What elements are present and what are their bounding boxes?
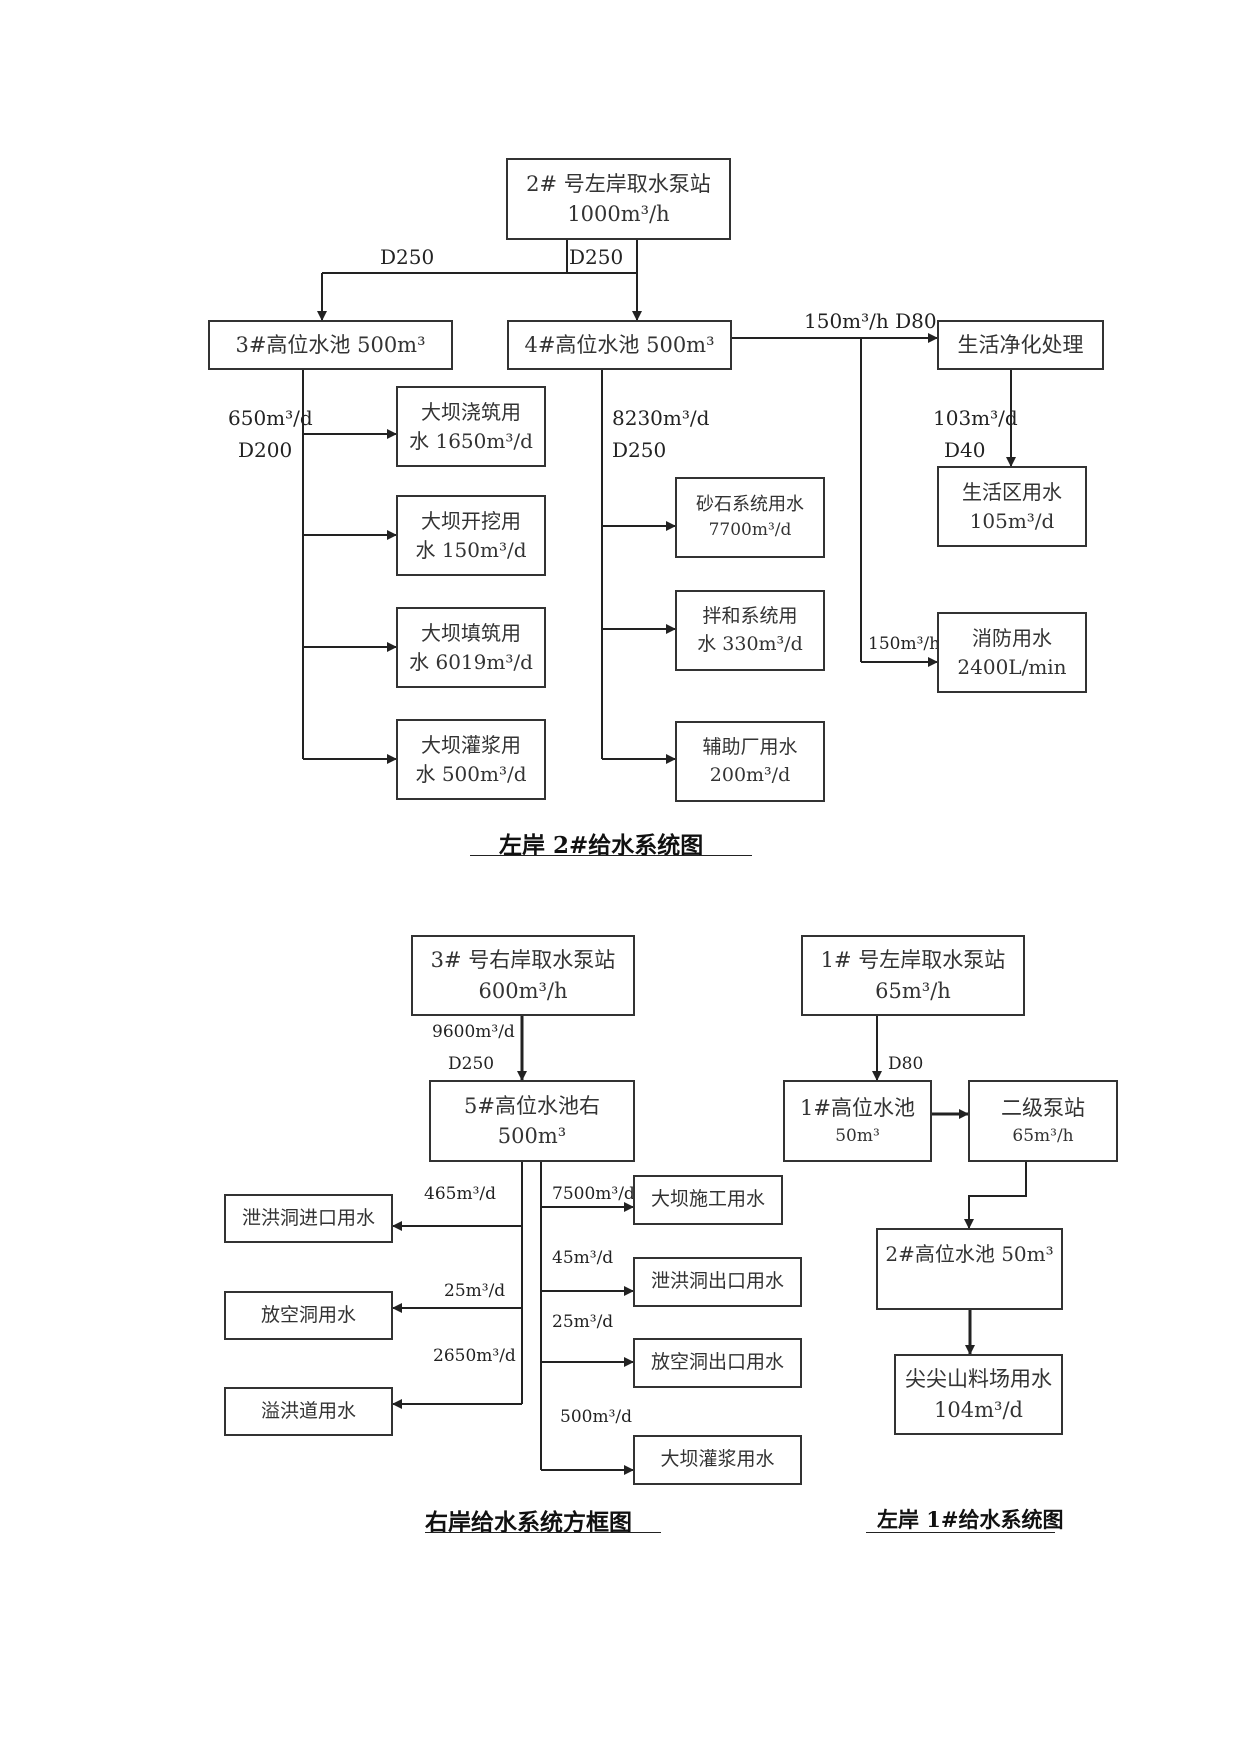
purify-out-flow-label: 103m³/d bbox=[933, 406, 1018, 430]
dam-use-1-name: 大坝浇筑用 bbox=[421, 399, 521, 424]
sand-gravel-box[interactable]: 砂石系统用水 7700m³/d bbox=[675, 477, 825, 558]
pump-station-3-name: 3# 号右岸取水泵站 bbox=[430, 948, 616, 973]
auxiliary-plant-box[interactable]: 辅助厂用水 200m³/d bbox=[675, 721, 825, 802]
right-branch-4-flow: 500m³/d bbox=[560, 1407, 632, 1427]
spillway-tunnel-outlet-box[interactable]: 泄洪洞出口用水 bbox=[633, 1257, 802, 1307]
high-pool-3-box[interactable]: 3#高位水池 500m³ bbox=[208, 320, 453, 370]
right-title-underline bbox=[425, 1532, 661, 1533]
mixing-system-flow: 水 330m³/d bbox=[697, 632, 803, 655]
spillway-tunnel-inlet-box[interactable]: 泄洪洞进口用水 bbox=[224, 1194, 393, 1243]
emptying-tunnel-box[interactable]: 放空洞用水 bbox=[224, 1291, 393, 1340]
left1-pipe-label: D80 bbox=[888, 1054, 924, 1074]
booster-station-name: 二级泵站 bbox=[1001, 1096, 1085, 1121]
auxiliary-plant-flow: 200m³/d bbox=[709, 763, 791, 786]
spillway-box[interactable]: 溢洪道用水 bbox=[224, 1387, 393, 1436]
right-branch-1-flow: 7500m³/d bbox=[552, 1184, 635, 1204]
high-pool-2-label: 2#高位水池 50m³ bbox=[885, 1242, 1054, 1266]
purify-link-label: 150m³/h D80 bbox=[804, 309, 937, 333]
fire-water-box[interactable]: 消防用水 2400L/min bbox=[937, 612, 1087, 693]
high-pool-3-label: 3#高位水池 500m³ bbox=[235, 332, 426, 357]
arrow-to-pool2 bbox=[964, 1162, 1027, 1229]
fire-water-name: 消防用水 bbox=[972, 625, 1052, 650]
quarry-water-box[interactable]: 尖尖山料场用水 104m³/d bbox=[894, 1354, 1063, 1435]
right-link-flow-label: 9600m³/d bbox=[432, 1022, 515, 1042]
pump-station-2-name: 2# 号左岸取水泵站 bbox=[526, 171, 711, 196]
dam-use-1-flow: 水 1650m³/d bbox=[409, 428, 533, 453]
dam-grouting-right-box[interactable]: 大坝灌浆用水 bbox=[633, 1435, 802, 1485]
pipe-label-d250-right: D250 bbox=[569, 245, 624, 269]
high-pool-4-box[interactable]: 4#高位水池 500m³ bbox=[507, 320, 732, 370]
emptying-tunnel-outlet-box[interactable]: 放空洞出口用水 bbox=[633, 1338, 802, 1388]
dam-grouting-right-name: 大坝灌浆用水 bbox=[660, 1448, 775, 1471]
living-area-flow: 105m³/d bbox=[969, 508, 1055, 533]
auxiliary-plant-name: 辅助厂用水 bbox=[702, 735, 798, 758]
spillway-tunnel-inlet-name: 泄洪洞进口用水 bbox=[241, 1206, 375, 1229]
pump-station-1-box[interactable]: 1# 号左岸取水泵站 65m³/h bbox=[801, 935, 1025, 1016]
high-pool-4-label: 4#高位水池 500m³ bbox=[524, 332, 715, 357]
booster-station-box[interactable]: 二级泵站 65m³/h bbox=[968, 1080, 1118, 1162]
pump-station-2-box[interactable]: 2# 号左岸取水泵站 1000m³/h bbox=[506, 158, 731, 240]
dam-use-4-name: 大坝灌浆用 bbox=[421, 732, 521, 757]
dam-use-box-1[interactable]: 大坝浇筑用 水 1650m³/d bbox=[396, 386, 546, 467]
dam-use-2-name: 大坝开挖用 bbox=[421, 508, 521, 533]
sand-gravel-name: 砂石系统用水 bbox=[696, 494, 804, 516]
living-area-name: 生活区用水 bbox=[962, 479, 1062, 504]
pump-station-2-flow: 1000m³/h bbox=[567, 202, 670, 226]
pump-station-1-flow: 65m³/h bbox=[875, 978, 951, 1003]
sand-gravel-flow: 7700m³/d bbox=[708, 520, 792, 541]
right-branch-2-flow: 45m³/d bbox=[552, 1248, 614, 1268]
pump-station-3-flow: 600m³/h bbox=[478, 978, 568, 1003]
purify-out-pipe-label: D40 bbox=[944, 438, 986, 462]
dam-use-4-flow: 水 500m³/d bbox=[415, 761, 527, 786]
emptying-tunnel-outlet-name: 放空洞出口用水 bbox=[650, 1351, 784, 1374]
dam-use-box-3[interactable]: 大坝填筑用 水 6019m³/d bbox=[396, 607, 546, 688]
purification-label: 生活净化处理 bbox=[957, 332, 1084, 357]
high-pool-1-name: 1#高位水池 bbox=[800, 1096, 915, 1121]
left-branch-2-flow: 25m³/d bbox=[444, 1281, 506, 1301]
high-pool-5-name: 5#高位水池右 bbox=[464, 1093, 600, 1118]
left-branch-3-flow: 2650m³/d bbox=[433, 1346, 516, 1366]
quarry-water-name: 尖尖山料场用水 bbox=[905, 1367, 1052, 1392]
high-pool-1-box[interactable]: 1#高位水池 50m³ bbox=[783, 1080, 932, 1162]
spillway-tunnel-outlet-name: 泄洪洞出口用水 bbox=[650, 1270, 784, 1293]
pump-station-1-name: 1# 号左岸取水泵站 bbox=[820, 948, 1006, 973]
high-pool-1-volume: 50m³ bbox=[835, 1125, 880, 1146]
fire-flow-label: 150m³/h bbox=[868, 634, 941, 654]
right-link-pipe-label: D250 bbox=[448, 1054, 495, 1074]
quarry-water-flow: 104m³/d bbox=[934, 1397, 1023, 1422]
pipe-label-d250-left: D250 bbox=[380, 245, 435, 269]
dam-use-box-4[interactable]: 大坝灌浆用 水 500m³/d bbox=[396, 719, 546, 800]
emptying-tunnel-name: 放空洞用水 bbox=[260, 1303, 356, 1326]
mixing-system-name: 拌和系统用 bbox=[702, 604, 798, 627]
high-pool-2-box[interactable]: 2#高位水池 50m³ bbox=[876, 1228, 1063, 1310]
purification-box[interactable]: 生活净化处理 bbox=[937, 320, 1104, 370]
fire-water-flow: 2400L/min bbox=[957, 654, 1067, 679]
left1-title-underline bbox=[866, 1532, 1055, 1533]
mixing-system-box[interactable]: 拌和系统用 水 330m³/d bbox=[675, 590, 825, 671]
spillway-name: 溢洪道用水 bbox=[260, 1399, 356, 1422]
left1-title: 左岸 1#给水系统图 bbox=[877, 1507, 1064, 1532]
booster-station-flow: 65m³/h bbox=[1012, 1125, 1074, 1146]
dam-use-2-flow: 水 150m³/d bbox=[415, 537, 527, 562]
dam-use-3-name: 大坝填筑用 bbox=[421, 620, 521, 645]
left2-title-underline bbox=[470, 855, 752, 856]
right-title: 右岸给水系统方框图 bbox=[425, 1509, 632, 1536]
high-pool-5-volume: 500m³ bbox=[497, 1124, 567, 1148]
left-branch-1-flow: 465m³/d bbox=[424, 1184, 496, 1204]
dam-construction-name: 大坝施工用水 bbox=[650, 1188, 765, 1211]
pool3-flow-label: 650m³/d bbox=[228, 406, 313, 430]
dam-construction-box[interactable]: 大坝施工用水 bbox=[633, 1175, 783, 1225]
high-pool-5-box[interactable]: 5#高位水池右 500m³ bbox=[429, 1080, 635, 1162]
dam-use-3-flow: 水 6019m³/d bbox=[409, 649, 533, 674]
pool4-pipe-label: D250 bbox=[612, 438, 667, 462]
pump-station-3-box[interactable]: 3# 号右岸取水泵站 600m³/h bbox=[411, 935, 635, 1016]
left2-title: 左岸 2#给水系统图 bbox=[499, 832, 704, 859]
living-area-box[interactable]: 生活区用水 105m³/d bbox=[937, 466, 1087, 547]
right-branch-3-flow: 25m³/d bbox=[552, 1312, 614, 1332]
dam-use-box-2[interactable]: 大坝开挖用 水 150m³/d bbox=[396, 495, 546, 576]
pool3-pipe-label: D200 bbox=[238, 438, 293, 462]
pool4-flow-label: 8230m³/d bbox=[612, 406, 710, 430]
